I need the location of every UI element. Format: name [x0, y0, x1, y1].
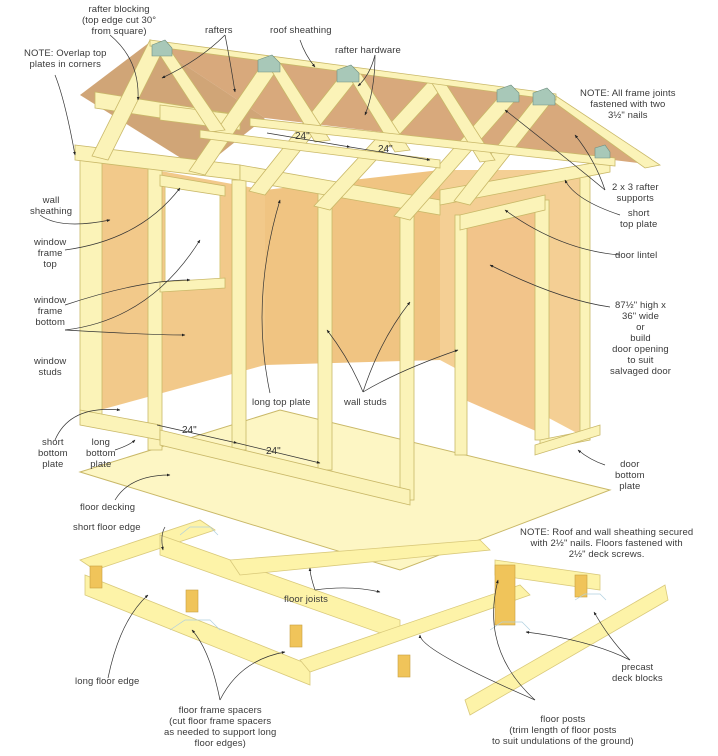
dimension-rafter-spacing-2: 24"	[378, 144, 393, 155]
label-rafter-hardware: rafter hardware	[335, 45, 401, 56]
label-note-overlap: NOTE: Overlap top plates in corners	[24, 48, 107, 70]
label-short-top-plate: short top plate	[620, 208, 658, 230]
label-floor-posts: floor posts (trim length of floor posts …	[492, 714, 634, 747]
floor-frame	[79, 519, 669, 716]
dimension-lines	[156, 132, 431, 464]
precast-deck-blocks	[169, 526, 607, 631]
dimension-stud-spacing-2: 24"	[266, 446, 281, 457]
label-note-joints: NOTE: All frame joints fastened with two…	[580, 88, 676, 121]
label-floor-decking: floor decking	[80, 502, 136, 513]
label-window-frame-top: window frame top	[34, 237, 67, 270]
label-door-opening: 87½" high x 36" wide or build door openi…	[610, 300, 671, 377]
label-note-fasteners: NOTE: Roof and wall sheathing secured wi…	[520, 527, 694, 560]
label-precast-deck-blocks: precast deck blocks	[612, 662, 663, 684]
label-long-floor-edge: long floor edge	[75, 676, 140, 687]
label-floor-joists: floor joists	[284, 594, 328, 605]
label-rafter-blocking: rafter blocking (top edge cut 30° from s…	[82, 4, 157, 37]
leader-lines	[39, 34, 631, 701]
label-long-top-plate: long top plate	[252, 397, 311, 408]
label-rafter-supports: 2 x 3 rafter supports	[612, 182, 659, 204]
label-short-bottom-plate: short bottom plate	[38, 437, 68, 470]
wall-studs	[79, 149, 601, 506]
label-wall-sheathing: wall sheathing	[30, 195, 73, 217]
label-roof-sheathing: roof sheathing	[270, 25, 332, 36]
label-long-bottom-plate: long bottom plate	[86, 437, 116, 470]
label-floor-frame-spacers: floor frame spacers (cut floor frame spa…	[164, 705, 277, 749]
label-wall-studs: wall studs	[344, 397, 387, 408]
label-rafters: rafters	[205, 25, 233, 36]
label-door-bottom-plate: door bottom plate	[615, 459, 645, 492]
dimension-rafter-spacing-1: 24"	[295, 131, 310, 142]
dimension-stud-spacing-1: 24"	[182, 425, 197, 436]
label-door-lintel: door lintel	[615, 250, 658, 261]
label-window-frame-bottom: window frame bottom	[34, 295, 67, 328]
label-window-studs: window studs	[34, 356, 67, 378]
rafter-hardware	[151, 39, 611, 159]
label-short-floor-edge: short floor edge	[73, 522, 141, 533]
